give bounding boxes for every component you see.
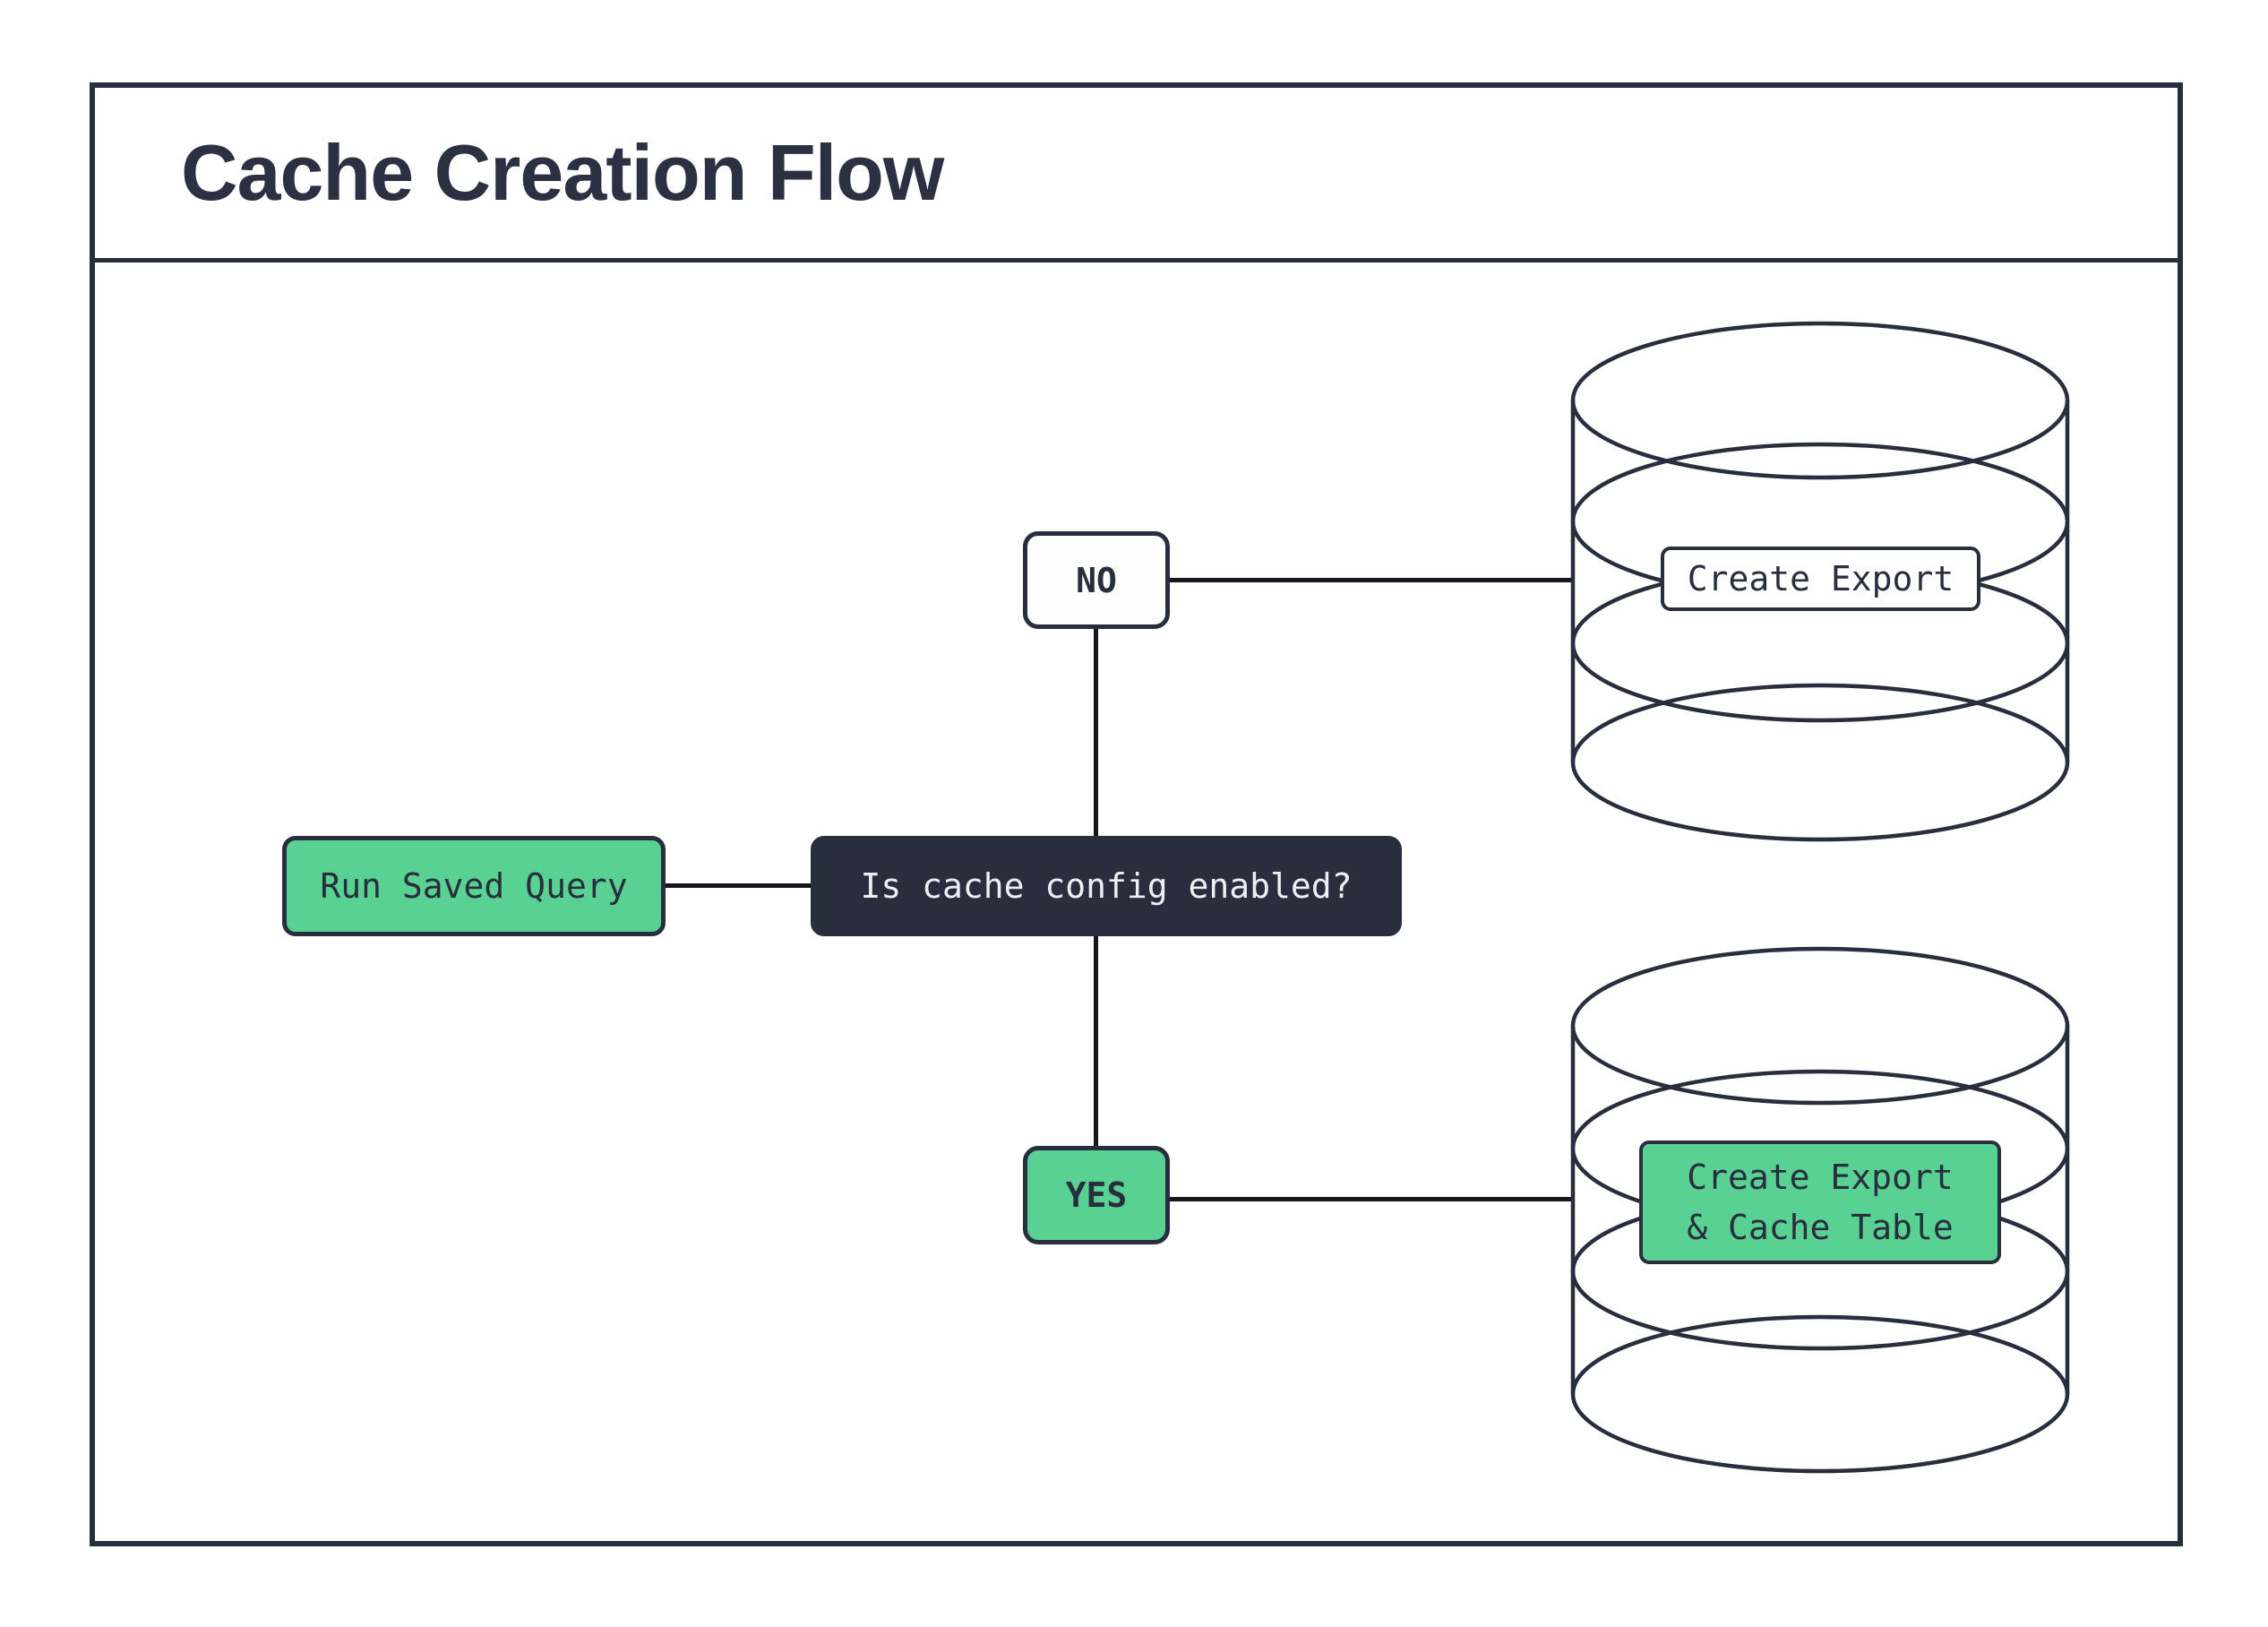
label-create-export-cache-table: Create Export & Cache Table xyxy=(1639,1141,2001,1264)
connector-start-to-decision xyxy=(664,883,812,888)
connector-decision-to-no xyxy=(1094,627,1098,837)
node-cache-config-decision-label: Is cache config enabled? xyxy=(860,866,1353,906)
node-run-saved-query-label: Run Saved Query xyxy=(320,866,628,906)
node-branch-yes-label: YES xyxy=(1065,1175,1128,1215)
diagram-frame: Cache Creation Flow xyxy=(90,82,2183,1546)
node-cache-config-decision: Is cache config enabled? xyxy=(811,836,1402,936)
label-create-export-text: Create Export xyxy=(1687,559,1954,598)
connector-no-to-export-db xyxy=(1170,578,1573,582)
node-branch-no-label: NO xyxy=(1076,560,1117,600)
node-run-saved-query: Run Saved Query xyxy=(282,836,666,936)
node-branch-yes: YES xyxy=(1023,1146,1170,1244)
connector-yes-to-cache-db xyxy=(1170,1197,1573,1201)
label-create-export-cache-table-text: Create Export & Cache Table xyxy=(1687,1158,1954,1247)
connector-decision-to-yes xyxy=(1094,935,1098,1147)
node-branch-no: NO xyxy=(1023,531,1170,629)
frame-header: Cache Creation Flow xyxy=(95,88,2178,263)
diagram-title: Cache Creation Flow xyxy=(181,128,944,217)
label-create-export: Create Export xyxy=(1661,547,1980,611)
